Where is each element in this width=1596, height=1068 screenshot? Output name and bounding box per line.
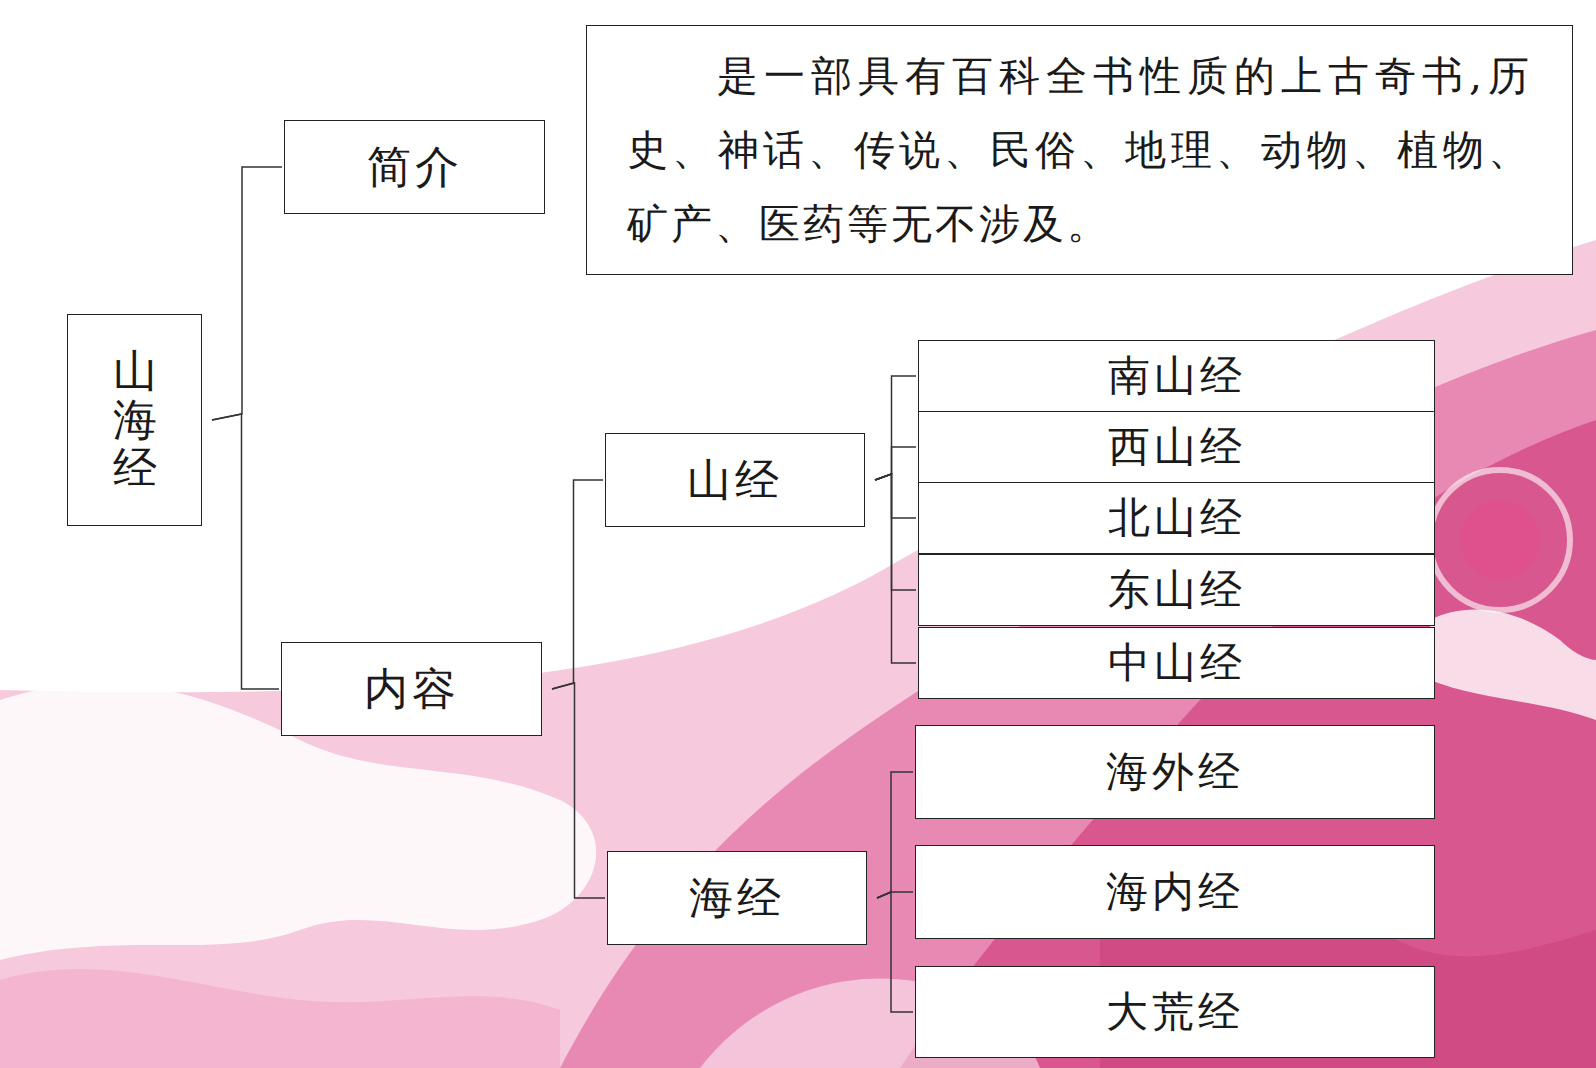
node-label: 海经 xyxy=(689,869,785,928)
node-label: 东山经 xyxy=(1108,562,1246,618)
description-box: 是一部具有百科全书性质的上古奇书,历史、神话、传说、民俗、地理、动物、植物、矿产… xyxy=(586,25,1573,275)
chapter-box: 海内经 xyxy=(915,845,1435,939)
chapter-box: 西山经 xyxy=(918,411,1435,483)
description-text: 是一部具有百科全书性质的上古奇书,历史、神话、传说、民俗、地理、动物、植物、矿产… xyxy=(627,40,1532,261)
section-box: 山经 xyxy=(605,433,865,527)
chapter-box: 海外经 xyxy=(915,725,1435,819)
category-box: 简介 xyxy=(284,120,545,214)
bracket-connector xyxy=(875,447,916,480)
bracket-connector xyxy=(875,474,916,663)
bracket-connector xyxy=(875,474,916,590)
bracket-connector xyxy=(875,376,916,480)
bracket-connector xyxy=(552,683,605,898)
node-label: 中山经 xyxy=(1108,635,1246,691)
node-label: 南山经 xyxy=(1108,348,1246,404)
node-label: 山海经 xyxy=(113,347,157,492)
category-box: 内容 xyxy=(281,642,542,736)
node-label: 山经 xyxy=(687,451,783,510)
node-label: 简介 xyxy=(367,138,463,197)
node-label: 西山经 xyxy=(1108,419,1246,475)
title-box: 山海经 xyxy=(67,314,202,526)
bracket-connector xyxy=(875,474,916,518)
bracket-connector xyxy=(212,167,282,420)
bracket-connector xyxy=(552,480,603,689)
bracket-connector xyxy=(212,414,279,689)
chapter-box: 中山经 xyxy=(918,627,1435,699)
node-label: 内容 xyxy=(364,660,460,719)
chapter-box: 东山经 xyxy=(918,554,1435,626)
chapter-box: 南山经 xyxy=(918,340,1435,412)
chapter-box: 北山经 xyxy=(918,482,1435,554)
bracket-connector xyxy=(877,892,913,1012)
chapter-box: 大荒经 xyxy=(915,966,1435,1058)
section-box: 海经 xyxy=(607,851,867,945)
bracket-connector xyxy=(877,772,913,898)
node-label: 北山经 xyxy=(1108,490,1246,546)
wave-illustration xyxy=(0,240,1596,1068)
node-label: 大荒经 xyxy=(1106,984,1244,1040)
node-label: 海外经 xyxy=(1106,744,1244,800)
node-label: 海内经 xyxy=(1106,864,1244,920)
